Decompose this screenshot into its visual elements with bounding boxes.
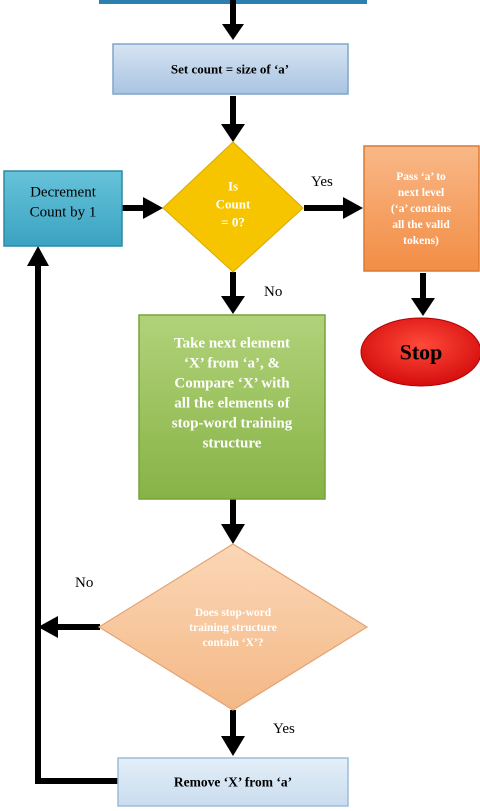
arrow-head-decision bbox=[221, 124, 245, 142]
arrow-head-decrement bbox=[143, 197, 163, 219]
decision-count-line: = 0? bbox=[221, 215, 245, 230]
remove-line: Remove ‘X’ from ‘a’ bbox=[174, 775, 292, 790]
edge-label-yes-contains: Yes bbox=[273, 721, 295, 737]
arrow-head-stop bbox=[411, 298, 435, 316]
connectors bbox=[35, 0, 426, 784]
stop-line: Stop bbox=[400, 340, 443, 365]
remove-box: Remove ‘X’ from ‘a’ bbox=[117, 757, 349, 807]
decrement-line: Decrement bbox=[30, 184, 97, 200]
stop-text: Stop bbox=[400, 340, 443, 365]
decision-contains-line: Does stop-word bbox=[195, 607, 272, 619]
pass-a-line: next level bbox=[398, 187, 444, 199]
connector-loop-back bbox=[35, 266, 118, 784]
decision-contains-line: contain ‘X’? bbox=[202, 637, 263, 649]
take-element-line: Take next element bbox=[174, 335, 290, 351]
pass-a-box: Pass ‘a’ to next level (‘a’ contains all th… bbox=[363, 145, 480, 272]
take-element-line: structure bbox=[203, 435, 262, 451]
decision-contains-line: training structure bbox=[189, 622, 277, 634]
take-element-line: Compare ‘X’ with bbox=[174, 375, 290, 391]
arrow-head-yes bbox=[343, 197, 363, 219]
arrow-head-top bbox=[222, 24, 244, 40]
take-element-line: all the elements of bbox=[174, 395, 290, 411]
pass-a-line: all the valid bbox=[392, 219, 450, 231]
set-count-line: Set count = size of ‘a’ bbox=[171, 62, 289, 77]
decision-contains-diamond: Does stop-word training structure contain … bbox=[97, 543, 369, 711]
set-count-box: Set count = size of ‘a’ bbox=[112, 43, 349, 95]
edge-label-no-contains: No bbox=[75, 575, 93, 591]
decision-contains-text: Does stop-word training structure contain … bbox=[189, 607, 277, 649]
pass-a-line: Pass ‘a’ to bbox=[396, 171, 446, 183]
arrow-head-loop-up bbox=[27, 246, 49, 266]
arrow-head-contains-no bbox=[38, 616, 58, 638]
arrow-head-remove bbox=[221, 736, 245, 756]
edge-label-no-count: No bbox=[264, 284, 282, 300]
pass-a-text: Pass ‘a’ to next level (‘a’ contains all th… bbox=[391, 171, 452, 247]
edge-label-yes-count: Yes bbox=[311, 174, 333, 190]
set-count-text: Set count = size of ‘a’ bbox=[171, 62, 289, 77]
stop-oval: Stop bbox=[360, 317, 480, 387]
remove-text: Remove ‘X’ from ‘a’ bbox=[174, 775, 292, 790]
take-element-text: Take next element ‘X’ from ‘a’, & Compare … bbox=[172, 335, 293, 451]
decrement-line: Count by 1 bbox=[30, 204, 97, 220]
pass-a-line: (‘a’ contains bbox=[391, 203, 452, 215]
arrow-head-contains bbox=[221, 524, 245, 544]
decision-count-line: Is bbox=[228, 179, 238, 194]
arrow-heads bbox=[27, 24, 435, 756]
decision-count-line: Count bbox=[216, 197, 251, 212]
take-element-line: ‘X’ from ‘a’, & bbox=[184, 355, 280, 371]
take-element-box: Take next element ‘X’ from ‘a’, & Compare … bbox=[138, 314, 326, 500]
pass-a-line: tokens) bbox=[403, 235, 439, 247]
take-element-line: stop-word training bbox=[172, 415, 293, 431]
arrow-head-no bbox=[221, 296, 245, 314]
